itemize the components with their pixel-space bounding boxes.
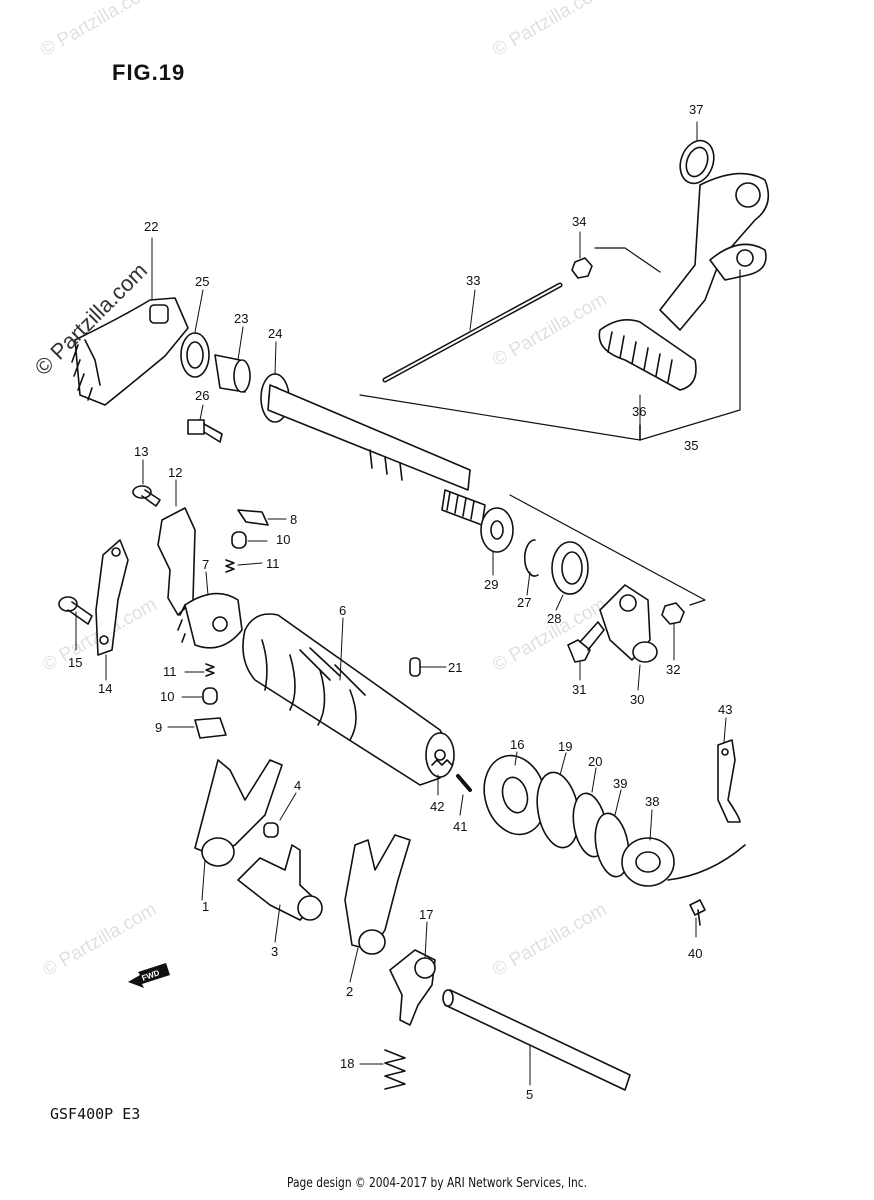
callout-10-lower: 10 [160,689,174,704]
callout-31: 31 [572,682,586,697]
part-37-washer [679,139,715,185]
part-42-spring [431,759,453,766]
callout-23: 23 [234,311,248,326]
callout-3: 3 [271,944,278,959]
part-23-collar [214,354,251,393]
part-6-gearshift-cam [242,613,455,786]
part-3-gearshift-fork [237,844,323,921]
callout-20: 20 [588,754,602,769]
part-4-pin [263,822,279,838]
callout-18: 18 [340,1056,354,1071]
leader-lines [75,121,727,1086]
part-36-pedal-rubber [598,319,697,391]
callout-14: 14 [98,681,112,696]
callout-21: 21 [448,660,462,675]
part-11-spring [205,663,215,677]
callout-1: 1 [202,899,209,914]
callout-26: 26 [195,388,209,403]
callout-39: 39 [613,776,627,791]
callout-38: 38 [645,794,659,809]
callout-43: 43 [718,702,732,717]
part-2-gearshift-fork [344,834,411,955]
part-22-gear-sector [71,297,189,406]
part-1-gearshift-fork [194,759,283,867]
part-10-pin [202,687,218,705]
callout-15: 15 [68,655,82,670]
part-41-pin [456,774,472,792]
callout-35: 35 [684,438,698,453]
page-footer: Page design © 2004-2017 by ARI Network S… [287,1176,587,1191]
callout-9: 9 [155,720,162,735]
part-8-pawl [237,509,269,526]
callout-4: 4 [294,778,301,793]
part-40-screw [689,899,706,926]
callout-12: 12 [168,465,182,480]
callout-8: 8 [290,512,297,527]
part-11-spring [225,559,235,573]
part-38-gear-position-switch [621,837,746,887]
callout-24: 24 [268,326,282,341]
callout-labels: 1 2 3 4 5 6 7 8 9 10 10 11 11 12 13 14 1… [68,102,732,1102]
callout-25: 25 [195,274,209,289]
callout-22: 22 [144,219,158,234]
figure-title: FIG.19 [112,60,186,85]
callout-42: 42 [430,799,444,814]
callout-16: 16 [510,737,524,752]
part-5-gearshift-fork-shaft [442,989,631,1091]
part-33-tie-rod [382,282,563,383]
callout-30: 30 [630,692,644,707]
part-16-cam-stopper-plate [483,754,547,836]
part-28-oil-seal [551,541,589,595]
callout-27: 27 [517,595,531,610]
callout-37: 37 [689,102,703,117]
part-25-spring [180,332,210,378]
callout-29: 29 [484,577,498,592]
part-14-plate [95,539,129,656]
part-35-shift-lever [659,172,770,331]
part-10-pin [231,531,247,549]
fwd-arrow-icon: FWD [128,963,170,988]
part-9-stopper [194,717,227,739]
part-30-shift-arm [599,584,658,663]
part-39-oring [594,812,630,878]
part-26-bolt [187,419,223,443]
part-7-cam-driven-gear [177,592,243,649]
callout-10-upper: 10 [276,532,290,547]
part-17-arm [389,949,436,1026]
gearshift-shaft [267,384,486,526]
part-15-screw [58,596,93,625]
callout-13: 13 [134,444,148,459]
callout-2: 2 [346,984,353,999]
part-12-stopper-plate [157,507,196,616]
callout-11-upper: 11 [266,556,280,571]
callout-33: 33 [466,273,480,288]
part-27-circlip [523,539,539,577]
callout-5: 5 [526,1087,533,1102]
part-43-clamp [717,739,741,823]
part-13-screw [132,485,161,507]
callout-32: 32 [666,662,680,677]
callout-40: 40 [688,946,702,961]
callout-7: 7 [202,557,209,572]
callout-17: 17 [419,907,433,922]
callout-28: 28 [547,611,561,626]
part-31-bolt [567,621,605,663]
callout-41: 41 [453,819,467,834]
part-21-pin [409,657,421,677]
callout-11-lower: 11 [163,664,177,679]
part-34-nut [571,257,593,279]
callout-19: 19 [558,739,572,754]
part-29-washer [480,507,514,553]
callout-36: 36 [632,404,646,419]
part-32-nut [661,602,685,625]
callout-34: 34 [572,214,586,229]
callout-6: 6 [339,603,346,618]
model-code: GSF400P E3 [50,1105,141,1123]
part-18-spring [384,1049,406,1090]
